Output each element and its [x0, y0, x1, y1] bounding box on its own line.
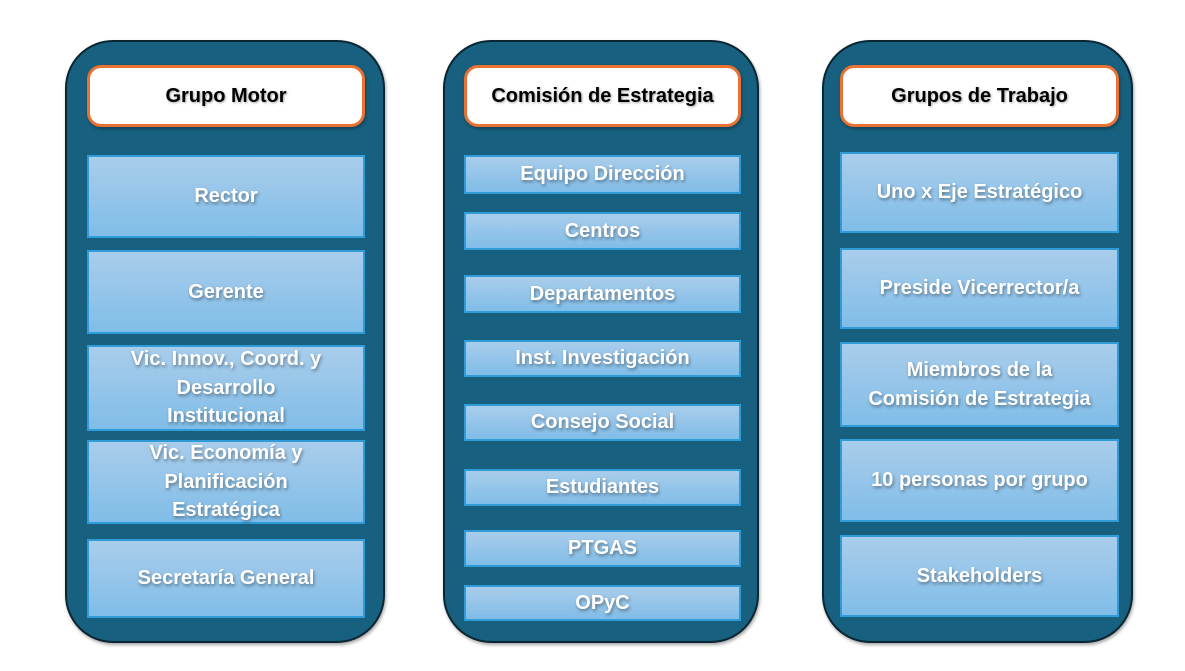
box-label: Uno x Eje Estratégico	[876, 181, 1083, 204]
box-opyc: OPyC	[464, 585, 741, 621]
box-label: Inst. Investigación	[515, 347, 690, 370]
box-consejo-social: Consejo Social	[464, 404, 741, 441]
box-label: Equipo Dirección	[520, 163, 685, 186]
box-inst-investigacion: Inst. Investigación	[464, 340, 741, 377]
box-label: Rector	[194, 185, 258, 208]
header-comision-estrategia: Comisión de Estrategia	[464, 65, 741, 127]
box-label: Departamentos	[529, 282, 676, 305]
box-vic-innovacion: Vic. Innov., Coord. y Desarrollo Institu…	[87, 345, 365, 431]
box-estudiantes: Estudiantes	[464, 469, 741, 506]
box-label: Stakeholders	[916, 564, 1043, 587]
box-centros: Centros	[464, 212, 741, 250]
box-label: Vic. Economía y Planificación Estratégic…	[149, 442, 303, 522]
box-label: OPyC	[575, 591, 630, 614]
box-uno-x-eje: Uno x Eje Estratégico	[840, 152, 1119, 233]
box-label: 10 personas por grupo	[871, 469, 1088, 492]
header-grupos-trabajo: Grupos de Trabajo	[840, 65, 1119, 127]
box-vic-economia: Vic. Economía y Planificación Estratégic…	[87, 440, 365, 524]
column-title: Grupo Motor	[165, 84, 287, 107]
box-secretaria-general: Secretaría General	[87, 539, 365, 618]
box-label: Miembros de la Comisión de Estrategia	[868, 359, 1091, 410]
column-title: Grupos de Trabajo	[891, 84, 1068, 107]
box-rector: Rector	[87, 155, 365, 238]
box-preside-vicerrector: Preside Vicerrector/a	[840, 248, 1119, 329]
box-label: Gerente	[188, 280, 264, 303]
box-label: Preside Vicerrector/a	[879, 277, 1080, 300]
box-label: Consejo Social	[530, 411, 675, 434]
box-label: Secretaría General	[137, 567, 315, 590]
box-stakeholders: Stakeholders	[840, 535, 1119, 617]
header-grupo-motor: Grupo Motor	[87, 65, 365, 127]
column-comision-estrategia: Comisión de Estrategia Equipo Dirección …	[443, 40, 759, 643]
box-departamentos: Departamentos	[464, 275, 741, 313]
box-miembros-comision: Miembros de la Comisión de Estrategia	[840, 342, 1119, 427]
box-gerente: Gerente	[87, 250, 365, 334]
box-diez-personas: 10 personas por grupo	[840, 439, 1119, 522]
box-equipo-direccion: Equipo Dirección	[464, 155, 741, 194]
box-ptgas: PTGAS	[464, 530, 741, 567]
box-label: Centros	[564, 219, 641, 242]
box-label: Vic. Innov., Coord. y Desarrollo Institu…	[130, 348, 322, 428]
box-label: PTGAS	[568, 537, 637, 560]
column-grupo-motor: Grupo Motor Rector Gerente Vic. Innov., …	[65, 40, 385, 643]
column-grupos-trabajo: Grupos de Trabajo Uno x Eje Estratégico …	[822, 40, 1133, 643]
column-title: Comisión de Estrategia	[491, 84, 714, 107]
box-label: Estudiantes	[545, 476, 660, 499]
